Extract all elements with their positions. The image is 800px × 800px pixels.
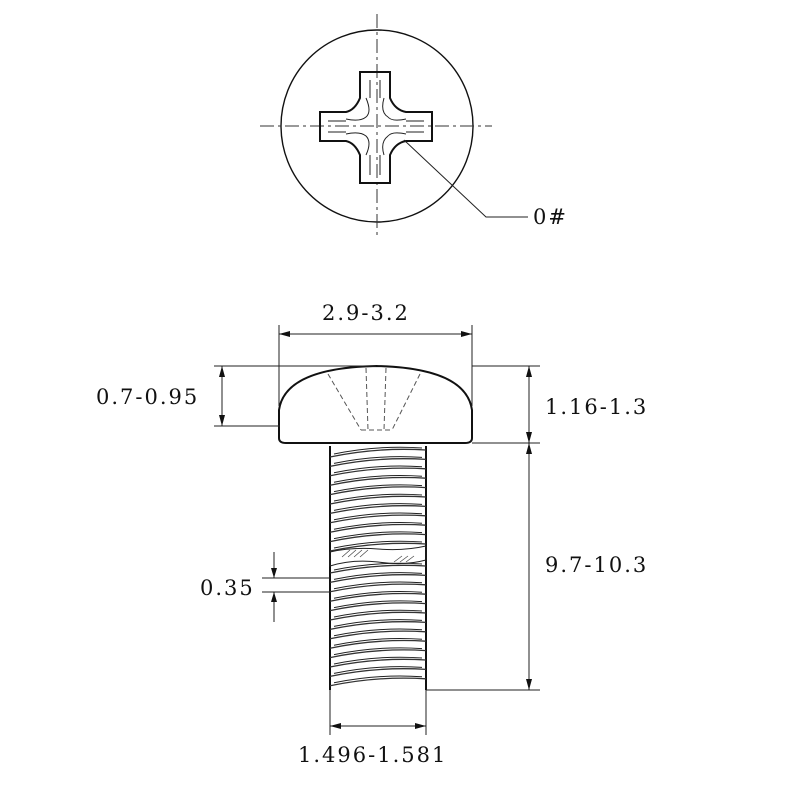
thread-crest bbox=[329, 602, 427, 612]
thread-root bbox=[333, 465, 423, 474]
thread-crest bbox=[329, 658, 427, 668]
thread-root bbox=[333, 493, 423, 502]
thread-diameter-label: 1.496-1.581 bbox=[298, 743, 447, 767]
thread-crest bbox=[329, 542, 427, 552]
dim-head-total: 1.16-1.3 bbox=[472, 365, 648, 444]
recess-inner-steps bbox=[328, 80, 424, 175]
thread-root bbox=[333, 474, 423, 483]
thread-crest bbox=[329, 505, 427, 515]
thread-crest bbox=[329, 533, 427, 543]
thread-root bbox=[333, 446, 423, 455]
shank-outline bbox=[329, 446, 427, 690]
thread-crest bbox=[329, 574, 427, 584]
thread-root bbox=[333, 628, 423, 637]
thread-crest bbox=[329, 639, 427, 649]
length-label: 9.7-10.3 bbox=[545, 553, 648, 577]
thread-root bbox=[333, 675, 423, 684]
pitch-label: 0.35 bbox=[200, 576, 255, 600]
thread-lines bbox=[329, 446, 427, 687]
dim-thread-diameter: 1.496-1.581 bbox=[298, 690, 447, 767]
dim-head-height: 0.7-0.95 bbox=[96, 365, 376, 427]
head-height-label: 0.7-0.95 bbox=[96, 385, 199, 409]
thread-root bbox=[333, 590, 423, 599]
head-diameter-label: 2.9-3.2 bbox=[322, 301, 410, 325]
thread-crest bbox=[329, 677, 427, 687]
thread-crest bbox=[329, 448, 427, 458]
thread-crest bbox=[329, 621, 427, 631]
thread-root bbox=[333, 666, 423, 674]
thread-root bbox=[333, 540, 423, 549]
thread-crest bbox=[329, 523, 427, 533]
thread-crest bbox=[329, 649, 427, 659]
thread-crest bbox=[329, 611, 427, 621]
thread-root bbox=[333, 619, 423, 627]
dim-length: 9.7-10.3 bbox=[426, 443, 648, 691]
thread-root bbox=[333, 637, 423, 646]
thread-root bbox=[333, 600, 423, 609]
head-total-label: 1.16-1.3 bbox=[545, 395, 648, 419]
thread-crest bbox=[329, 514, 427, 524]
thread-root bbox=[333, 456, 423, 464]
thread-crest bbox=[329, 630, 427, 640]
side-view: 2.9-3.2 0.7-0.95 1.16-1.3 9.7-10.3 bbox=[96, 301, 648, 767]
thread-crest bbox=[329, 583, 427, 593]
thread-crest bbox=[329, 592, 427, 602]
top-view: 0# bbox=[260, 14, 568, 236]
thread-root bbox=[333, 503, 423, 511]
break-section bbox=[329, 545, 427, 567]
thread-crest bbox=[329, 564, 427, 574]
thread-root bbox=[333, 531, 423, 540]
thread-root bbox=[333, 609, 423, 618]
screw-head bbox=[278, 364, 473, 444]
recess-inner-arcs bbox=[345, 97, 407, 156]
thread-crest bbox=[329, 495, 427, 505]
head-recess-hidden-lines bbox=[327, 367, 421, 431]
thread-root bbox=[333, 647, 423, 656]
recess-size-leader bbox=[403, 139, 528, 218]
break-hatching bbox=[341, 549, 415, 563]
dim-pitch: 0.35 bbox=[200, 552, 330, 622]
thread-root bbox=[333, 512, 423, 521]
thread-root bbox=[333, 572, 423, 580]
thread-root bbox=[333, 656, 423, 665]
thread-crest bbox=[329, 668, 427, 678]
thread-crest bbox=[329, 486, 427, 496]
thread-root bbox=[333, 562, 423, 571]
thread-root bbox=[333, 484, 423, 493]
thread-root bbox=[333, 521, 423, 530]
thread-crest bbox=[329, 467, 427, 477]
thread-crest bbox=[329, 458, 427, 468]
thread-root bbox=[333, 581, 423, 590]
dim-head-diameter: 2.9-3.2 bbox=[278, 301, 473, 406]
phillips-recess-icon bbox=[319, 71, 433, 184]
recess-size-label: 0# bbox=[533, 205, 568, 229]
thread-crest bbox=[329, 476, 427, 486]
